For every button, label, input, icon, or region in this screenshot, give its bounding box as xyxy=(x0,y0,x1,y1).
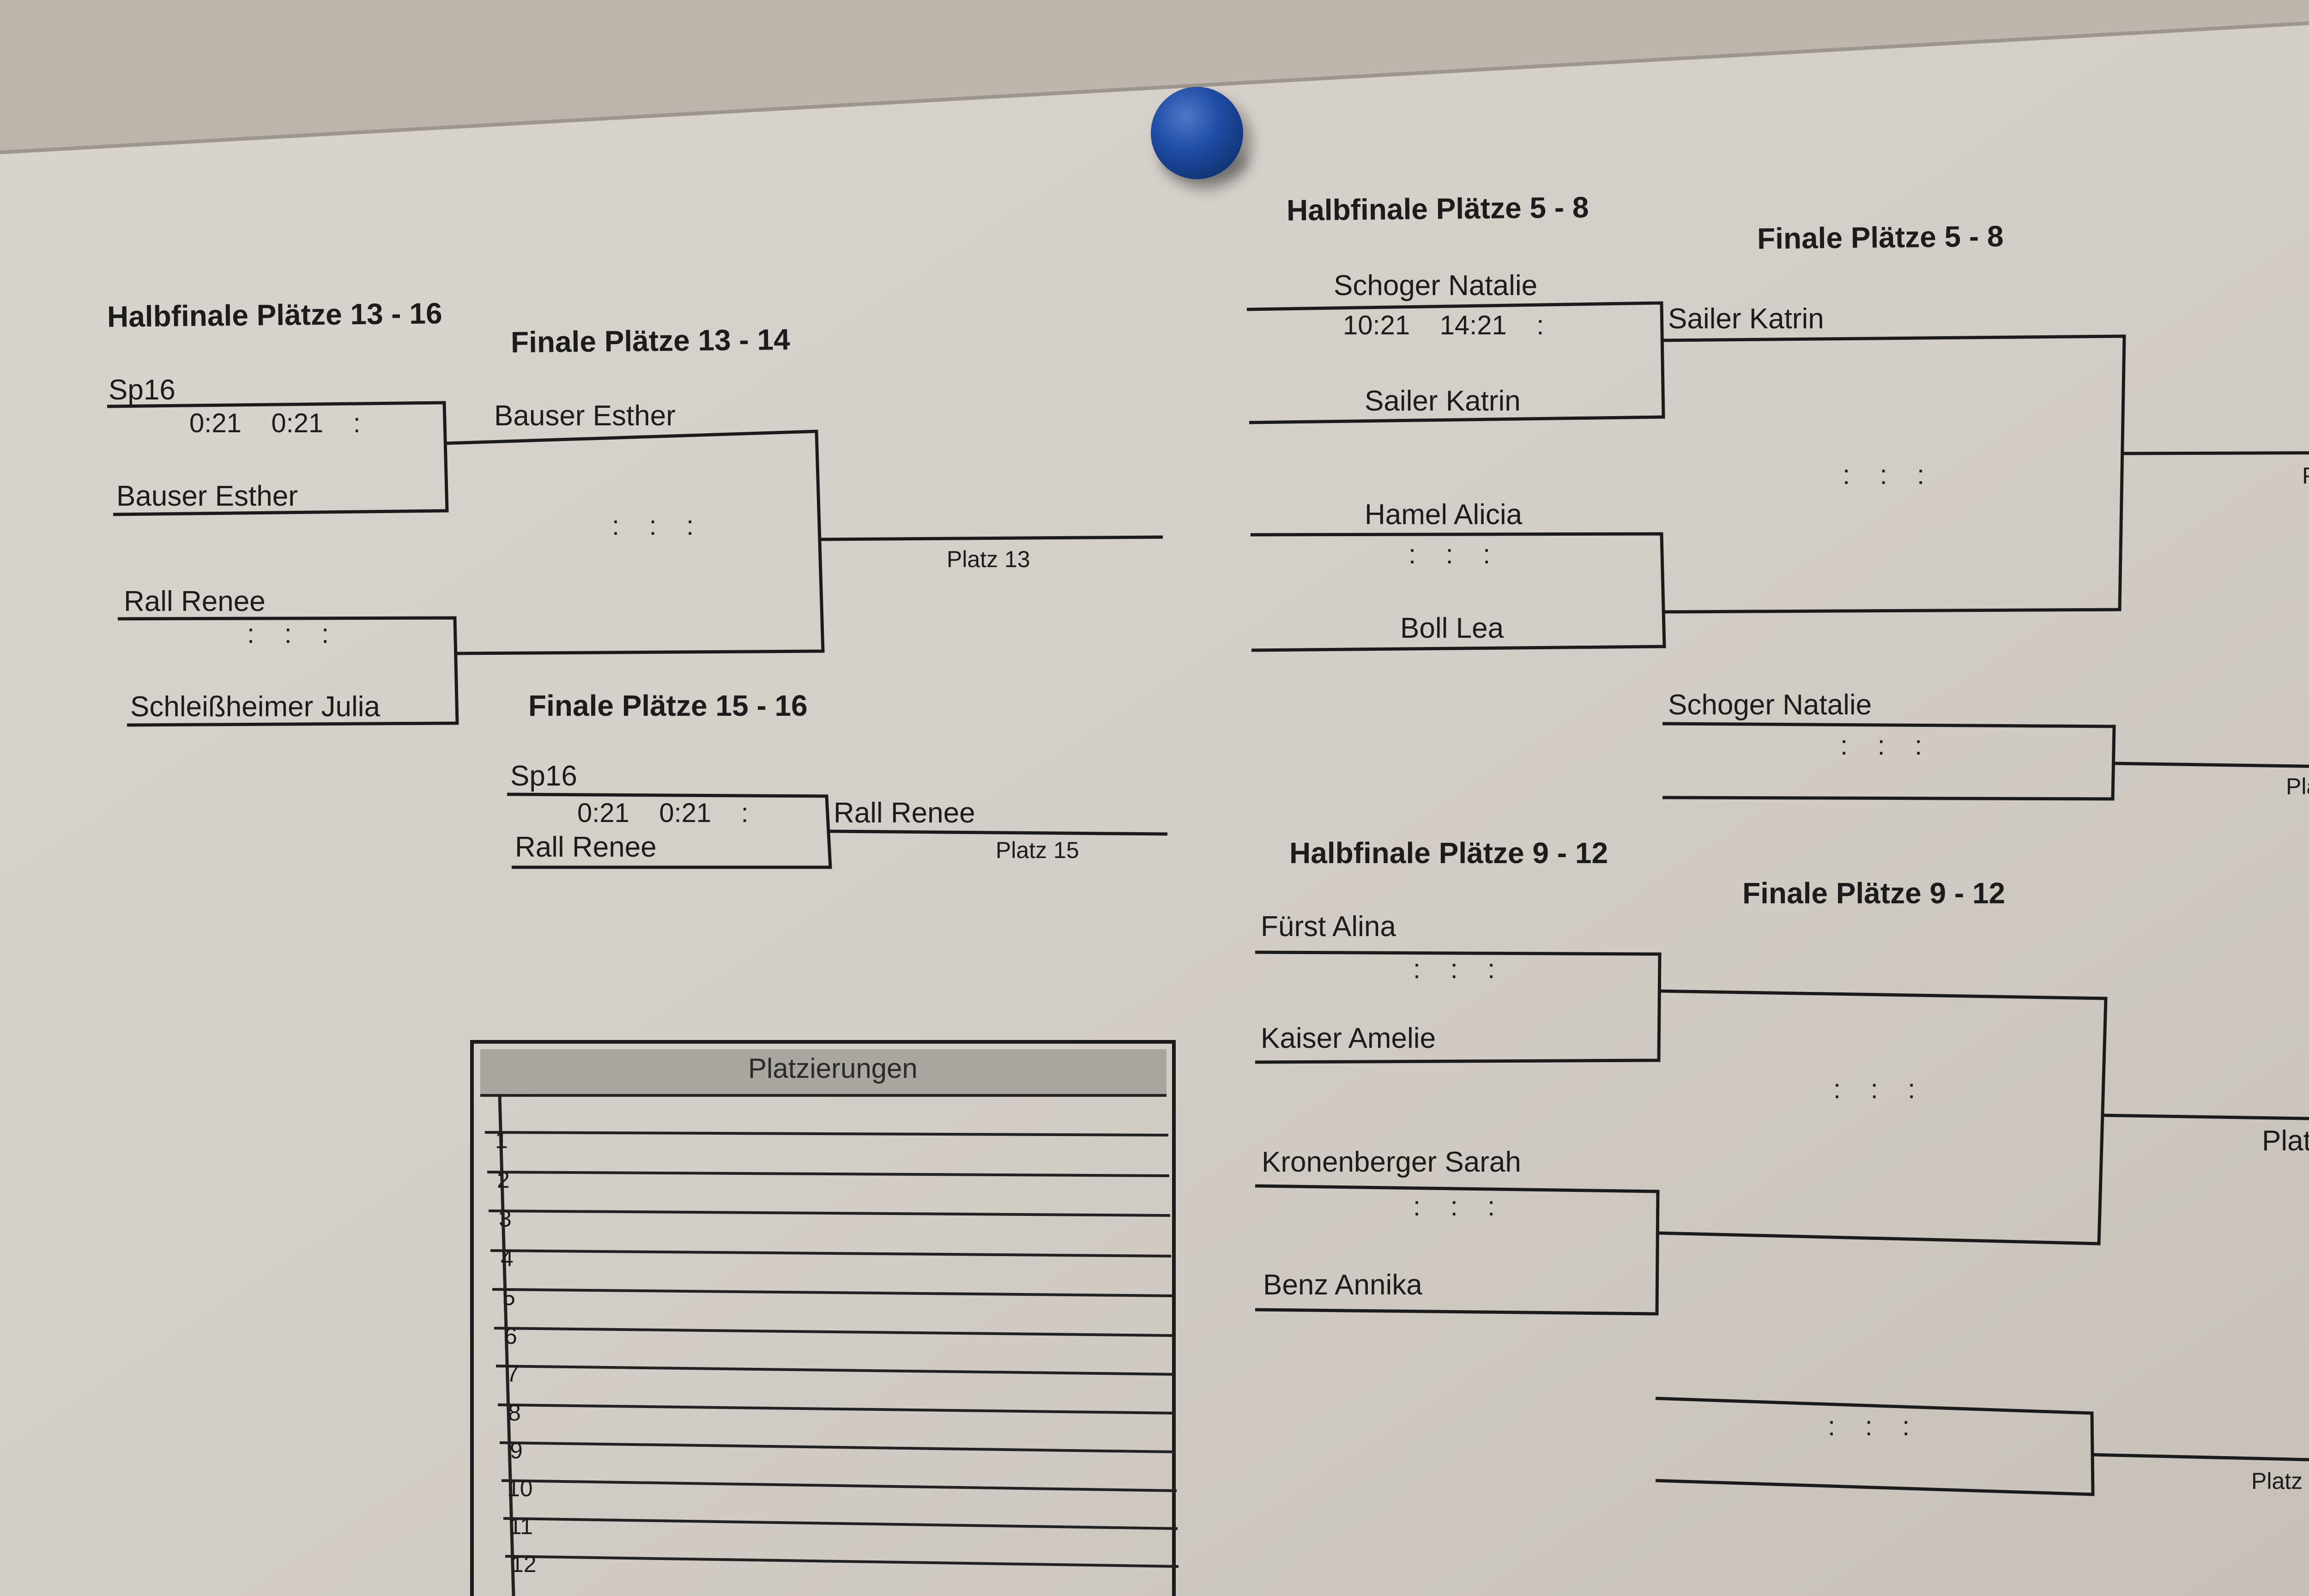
final15-winner: Rall Renee xyxy=(834,797,975,829)
hf13-m1-score: 0:21 0:21 : xyxy=(189,408,361,438)
table-row-8: 8 xyxy=(508,1400,521,1426)
hf5-m2-player2: Boll Lea xyxy=(1400,612,1504,644)
table-grid xyxy=(480,1094,1179,1596)
hf5-m1-player2: Sailer Katrin xyxy=(1365,385,1521,417)
final5-bracket xyxy=(1662,334,2126,614)
heading-final-13-14: Finale Plätze 13 - 14 xyxy=(510,322,791,359)
table-header-band xyxy=(480,1049,1167,1095)
table-row-4: 4 xyxy=(501,1245,514,1271)
final15-winner-line xyxy=(828,829,1168,836)
table-row-11: 11 xyxy=(509,1513,533,1539)
hf5-m2-player1: Hamel Alicia xyxy=(1365,499,1523,531)
hf5-match2-bracket xyxy=(1250,532,1666,652)
table-row-9: 9 xyxy=(510,1438,523,1463)
final9-score: : : : xyxy=(1833,1074,1916,1104)
final11-place-label: Platz 11 xyxy=(2251,1468,2309,1494)
hf13-m2-player2: Schleißheimer Julia xyxy=(130,691,380,723)
final7-score: : : : xyxy=(1840,731,1922,761)
hf13-to-final-bracket xyxy=(444,429,825,655)
heading-hf-13-16: Halbfinale Plätze 13 - 16 xyxy=(107,296,442,333)
final11-winner-line xyxy=(2091,1453,2309,1462)
paper-edge xyxy=(0,21,2309,154)
final5-player1: Sailer Katrin xyxy=(1668,303,1824,335)
hf9-m1-player1: Fürst Alina xyxy=(1261,911,1396,943)
final5-place-label: Platz 5 xyxy=(2302,464,2309,487)
final13-player1: Bauser Esther xyxy=(494,400,676,432)
table-row-10: 10 xyxy=(507,1475,533,1501)
final7-winner-line xyxy=(2112,762,2309,768)
final11-score: : : : xyxy=(1828,1411,1910,1441)
hf13-match2-bracket xyxy=(117,616,459,727)
table-row-2: 2 xyxy=(497,1167,510,1193)
table-title: Platzierungen xyxy=(748,1053,918,1084)
hf9-m2-player2: Benz Annika xyxy=(1263,1269,1422,1301)
hf9-match2-bracket xyxy=(1255,1184,1660,1316)
final13-score: : : : xyxy=(612,511,694,541)
hf9-m1-player2: Kaiser Amelie xyxy=(1261,1022,1436,1054)
hf5-m1-player1: Schoger Natalie xyxy=(1334,270,1538,302)
hf13-m1-player1: Sp16 xyxy=(109,374,175,406)
final15-player2: Rall Renee xyxy=(515,831,657,863)
hf5-match1-bracket xyxy=(1246,301,1665,424)
final15-score: 0:21 0:21 : xyxy=(577,798,749,828)
final5-score: : : : xyxy=(1843,460,1925,490)
hf13-match1-bracket xyxy=(107,401,449,516)
hf9-m2-score: : : : xyxy=(1413,1191,1495,1221)
heading-hf-5-8: Halbfinale Plätze 5 - 8 xyxy=(1286,190,1589,227)
hf9-match1-bracket xyxy=(1255,950,1662,1064)
hf13-m2-score: : : : xyxy=(247,619,329,649)
table-row-7: 7 xyxy=(506,1361,519,1387)
heading-hf-9-12: Halbfinale Plätze 9 - 12 xyxy=(1289,836,1608,870)
table-frame xyxy=(470,1040,1176,1596)
hf9-m1-score: : : : xyxy=(1413,954,1495,984)
table-row-6: 6 xyxy=(504,1323,517,1349)
final13-place-label: Platz 13 xyxy=(947,546,1030,572)
hf9-m2-player1: Kronenberger Sarah xyxy=(1262,1146,1521,1178)
push-pin-icon xyxy=(1151,87,1243,179)
heading-final-9-12: Finale Plätze 9 - 12 xyxy=(1742,877,2006,910)
final13-winner-line xyxy=(819,535,1163,541)
final7-place-label: Platz 7 xyxy=(2286,774,2309,799)
hf5-m2-score: : : : xyxy=(1408,539,1491,569)
paper-sheet xyxy=(0,23,2309,1596)
table-row-3: 3 xyxy=(499,1206,512,1232)
hf13-m2-player1: Rall Renee xyxy=(124,586,266,617)
final7-player1: Schoger Natalie xyxy=(1668,689,1872,721)
table-row-5: 5 xyxy=(502,1284,515,1310)
final9-winner-line xyxy=(2102,1113,2309,1120)
heading-final-15-16: Finale Plätze 15 - 16 xyxy=(528,689,808,722)
final9-bracket xyxy=(1657,989,2108,1245)
hf5-m1-score: 10:21 14:21 : xyxy=(1343,310,1544,340)
placement-table xyxy=(480,1049,1179,1596)
heading-final-5-8: Finale Plätze 5 - 8 xyxy=(1757,219,2004,255)
final9-place-label: Platz 9 xyxy=(2262,1125,2309,1157)
bracket-lines xyxy=(107,301,2309,1596)
final15-place-label: Platz 15 xyxy=(996,837,1079,863)
table-row-12: 12 xyxy=(511,1551,537,1577)
table-row-1: 1 xyxy=(495,1127,508,1153)
hf13-m1-player2: Bauser Esther xyxy=(116,480,298,512)
final15-player1: Sp16 xyxy=(510,760,577,792)
